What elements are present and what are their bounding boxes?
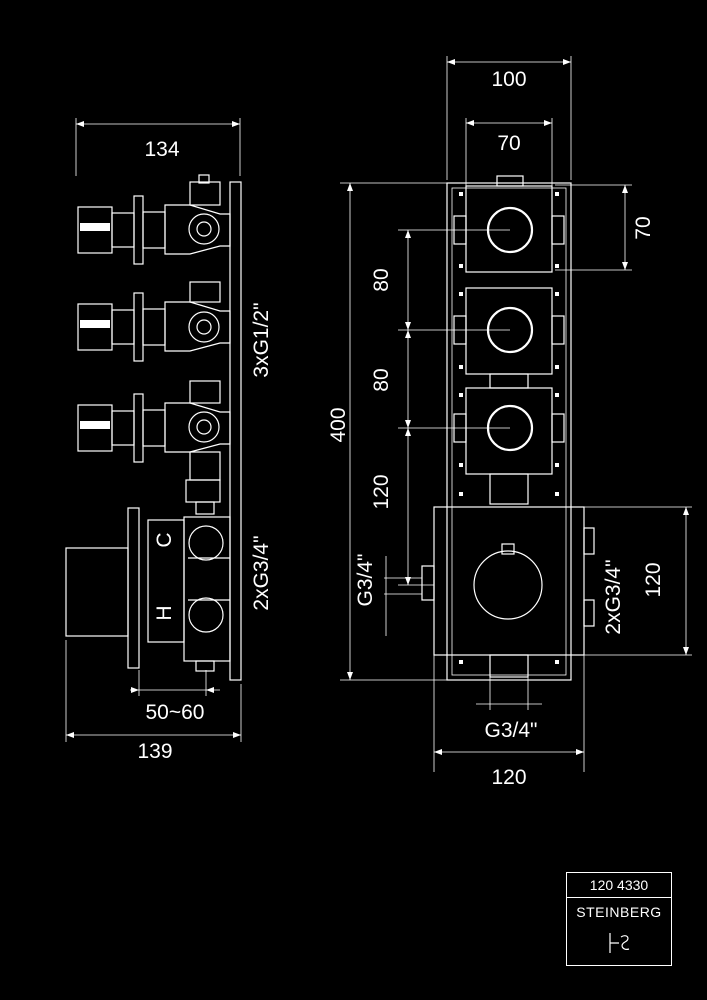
dim-side-bottom: 139	[137, 740, 172, 763]
cold-label: C	[153, 532, 176, 547]
cartridge-block-3	[453, 387, 565, 505]
dim-spacing-2: 80	[370, 368, 393, 391]
dim-body-width: 120	[491, 766, 526, 789]
brand-name: STEINBERG	[576, 904, 662, 920]
brand-logo-icon	[609, 933, 630, 953]
dim-inlet-left: G3/4"	[354, 554, 377, 607]
title-block: 120 4330 STEINBERG	[566, 872, 672, 966]
cartridge-block-2	[453, 287, 565, 389]
dim-spacing-3: 120	[370, 474, 393, 509]
valve-module-1	[77, 174, 231, 265]
product-code: 120 4330	[567, 873, 671, 898]
thermostat-module: C H	[65, 507, 231, 672]
dim-body-height: 120	[642, 562, 665, 597]
dim-projection: 50~60	[146, 701, 205, 724]
mounting-holes	[459, 192, 559, 664]
cartridge-block-1	[453, 175, 565, 273]
dim-front-outer: 100	[491, 68, 526, 91]
valve-module-2	[77, 281, 231, 362]
dim-height-total: 400	[327, 407, 350, 442]
hot-label: H	[153, 605, 176, 620]
thread-outlets-label: 3xG1/2"	[250, 302, 273, 377]
dim-bottom-thread: G3/4"	[485, 719, 538, 742]
thermostat-body	[421, 506, 595, 678]
dim-side-top: 134	[144, 138, 179, 161]
dim-spacing-1: 80	[370, 268, 393, 291]
valve-module-3	[77, 380, 231, 481]
front-view: 100 70 70	[327, 56, 692, 789]
thread-inlets-label: 2xG3/4"	[250, 535, 273, 610]
dim-front-inner: 70	[497, 132, 520, 155]
side-view: 134	[65, 118, 273, 763]
dim-inlet-right: 2xG3/4"	[602, 559, 625, 634]
dim-front-height-small: 70	[632, 216, 655, 239]
